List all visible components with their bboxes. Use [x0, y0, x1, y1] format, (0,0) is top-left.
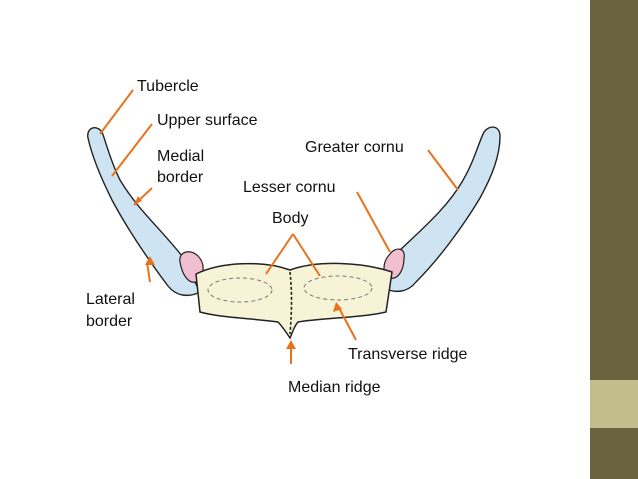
- label-transverse-ridge: Transverse ridge: [348, 346, 468, 363]
- label-body: Body: [272, 210, 309, 227]
- hyoid-body: [195, 262, 393, 340]
- label-medial-border-line2: border: [157, 169, 204, 186]
- label-medial-border-line1: Medial: [157, 148, 205, 165]
- label-lesser-cornu: Lesser cornu: [243, 179, 336, 196]
- label-tubercle: Tubercle: [137, 78, 199, 95]
- label-lateral-border-line1: Lateral: [86, 291, 135, 308]
- label-lateral-border-line2: border: [86, 313, 133, 330]
- label-median-ridge: Median ridge: [288, 379, 381, 396]
- label-upper-surface: Upper surface: [157, 112, 258, 129]
- label-greater-cornu: Greater cornu: [305, 139, 404, 156]
- side-accent-square: [590, 380, 638, 428]
